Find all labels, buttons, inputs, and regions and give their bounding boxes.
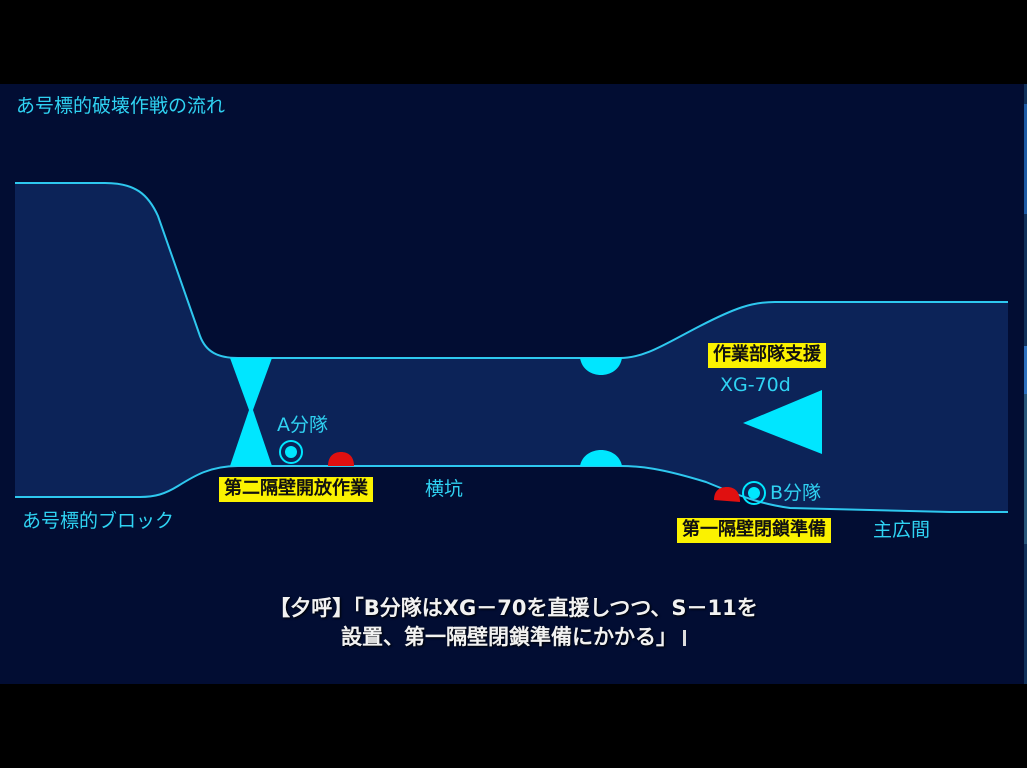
subtitle-line-2-text: 設置、第一隔壁閉鎖準備にかかる」 (341, 625, 677, 649)
label-side-tunnel: 横坑 (425, 478, 464, 500)
tag-second-bulkhead: 第二隔壁開放作業 (219, 477, 373, 502)
label-squad-b: B分隊 (770, 482, 822, 504)
subtitle: 【夕呼】「B分隊はXG－70を直援しつつ、S－11を 設置、第一隔壁閉鎖準備にか… (0, 594, 1027, 652)
squad-a-marker (279, 440, 303, 464)
label-target-block: あ号標的ブロック (22, 510, 175, 532)
label-xg70d: XG-70d (720, 374, 791, 396)
first-bulkhead-lower (580, 450, 622, 466)
first-bulkhead-upper (580, 358, 622, 375)
second-bulkhead-upper (230, 358, 272, 410)
subtitle-line-2: 設置、第一隔壁閉鎖準備にかかる」 (0, 623, 1027, 652)
red-marker-a (328, 452, 354, 466)
corridor-outline-bottom (15, 465, 1008, 513)
diagram-title: あ号標的破壊作戦の流れ (16, 95, 226, 117)
subtitle-line-1: 【夕呼】「B分隊はXG－70を直援しつつ、S－11を (269, 596, 758, 620)
edge-strip (1024, 84, 1027, 684)
second-bulkhead-lower (230, 410, 272, 466)
diagram-screen: あ号標的破壊作戦の流れ あ号標的ブロック 横坑 主広間 A分隊 B分隊 XG-7… (0, 84, 1027, 684)
tag-first-bulkhead: 第一隔壁閉鎖準備 (677, 518, 831, 543)
squad-b-marker (742, 481, 766, 505)
label-main-hall: 主広間 (873, 519, 931, 541)
tag-support: 作業部隊支援 (708, 343, 826, 368)
red-marker-b (714, 487, 740, 502)
tunnel-diagram (15, 182, 1008, 513)
xg70d-marker (743, 390, 822, 454)
label-squad-a: A分隊 (277, 414, 328, 436)
corridor-shape (15, 183, 1008, 512)
text-cursor-icon (683, 630, 686, 646)
